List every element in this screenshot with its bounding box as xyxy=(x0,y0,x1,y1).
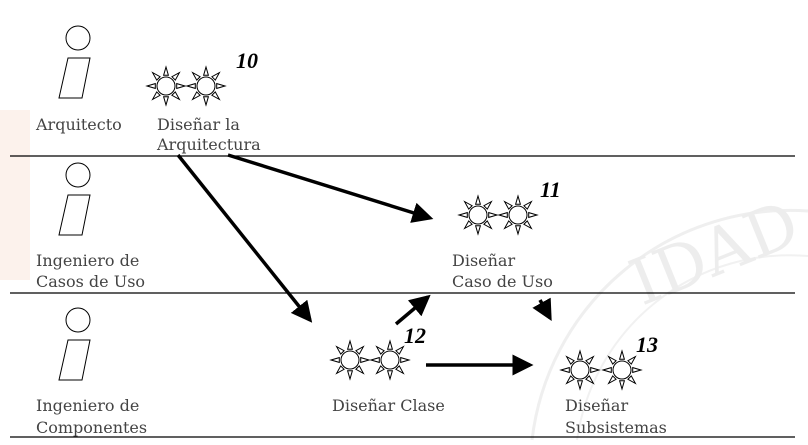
activity-number: 11 xyxy=(540,177,561,202)
actor-head-icon xyxy=(65,25,91,51)
activity-10-worker-icon xyxy=(145,65,187,107)
actor-label: Ingeniero de xyxy=(36,251,139,270)
actor-body-icon xyxy=(58,57,91,99)
activity-label: Caso de Uso xyxy=(452,272,553,291)
actor-arquitecto: Arquitecto xyxy=(35,25,122,134)
flow-arrow-12-11 xyxy=(394,294,431,326)
actor-body-icon xyxy=(58,339,91,381)
activity-label: Subsistemas xyxy=(565,418,667,437)
actor-label: Ingeniero de xyxy=(36,396,139,415)
activity-11-worker-icon xyxy=(497,194,539,236)
activity-number: 13 xyxy=(636,332,658,357)
activity-13-worker-icon xyxy=(559,349,601,391)
flow-arrow-10-11 xyxy=(227,153,434,223)
activity-number: 12 xyxy=(404,323,426,348)
activity-13-worker-icon xyxy=(601,349,643,391)
actor-head-icon xyxy=(65,162,91,188)
flow-arrow-11-13 xyxy=(532,297,552,322)
actor-label: Componentes xyxy=(36,418,147,437)
actor-label: Casos de Uso xyxy=(36,272,145,291)
activity-label: Diseñar xyxy=(565,396,628,415)
actor-ingeniero-componentes: Ingeniero de Componentes xyxy=(36,307,147,437)
activity-11-worker-icon xyxy=(457,194,499,236)
actor-label: Arquitecto xyxy=(35,115,122,134)
watermark-text: IDAD xyxy=(620,187,808,321)
activity-label: Diseñar xyxy=(452,251,515,270)
activity-12-worker-icon xyxy=(329,339,371,381)
activity-label: Arquitectura xyxy=(156,135,261,154)
activity-12-worker-icon xyxy=(369,339,411,381)
activity-number: 10 xyxy=(236,48,258,73)
actor-ingeniero-casos-de-uso: Ingeniero de Casos de Uso xyxy=(36,162,145,291)
activity-label: Diseñar la xyxy=(157,115,240,134)
actor-head-icon xyxy=(65,307,91,333)
activity-10-worker-icon xyxy=(185,65,227,107)
flow-arrow-10-12 xyxy=(176,153,313,323)
activity-label: Diseñar Clase xyxy=(332,396,445,415)
actor-body-icon xyxy=(58,194,91,236)
